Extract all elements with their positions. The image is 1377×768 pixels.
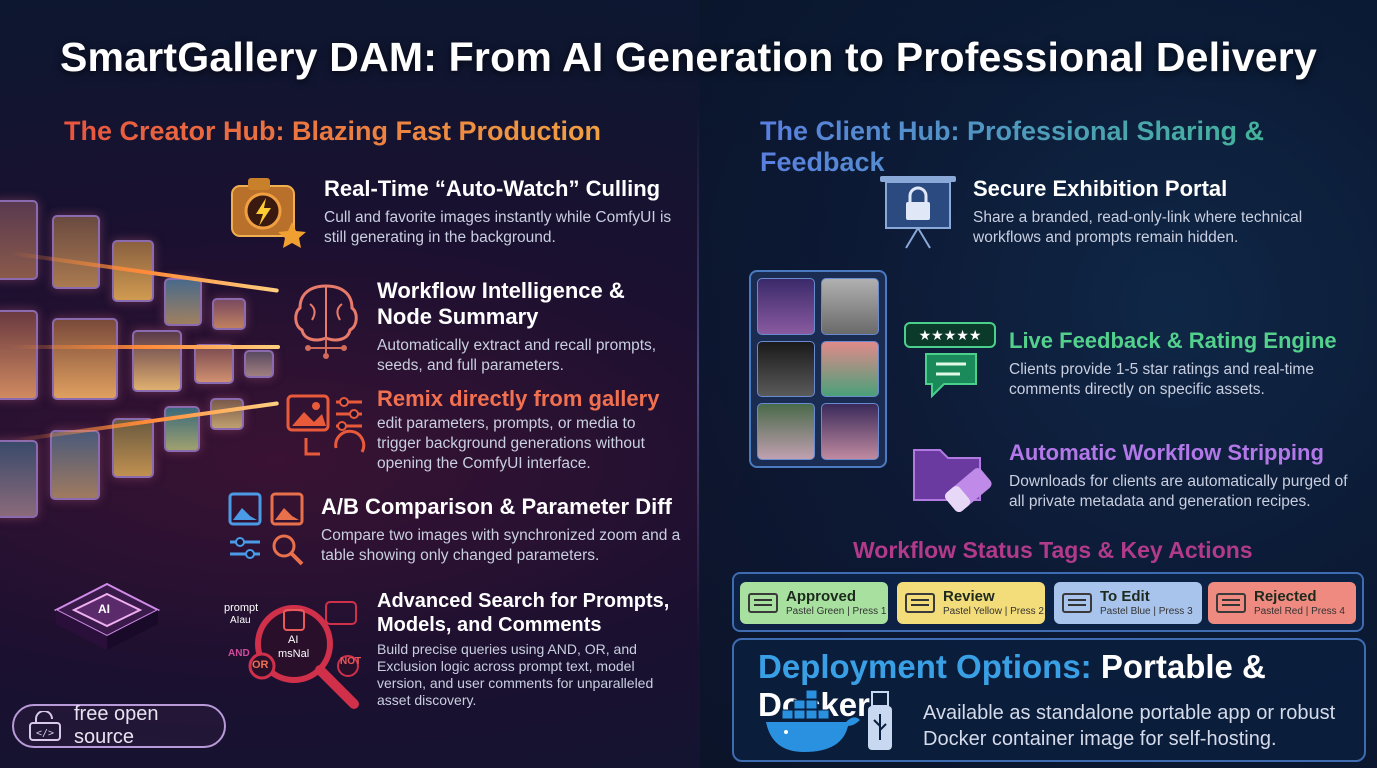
tag-name: Rejected: [1254, 587, 1317, 605]
tag-name: Approved: [786, 587, 857, 605]
feature-title: Automatic Workflow Stripping: [1009, 440, 1324, 465]
feature-title: Remix directly from gallery: [377, 386, 660, 411]
ai-label: AI: [288, 634, 299, 646]
feature-title: Workflow Intelligence & Node Summary: [377, 278, 625, 329]
tag-sub: Pastel Green | Press 1: [786, 605, 887, 617]
page-title: SmartGallery DAM: From AI Generation to …: [60, 34, 1317, 80]
usb-drive-icon: [868, 691, 892, 750]
creator-hub-heading: The Creator Hub: Blazing Fast Production: [64, 116, 602, 146]
code-lock-icon: </>: [29, 711, 61, 741]
folder-eraser-icon: [913, 449, 992, 513]
remix-image-icon: [286, 394, 366, 456]
chip-label: AI: [98, 602, 110, 616]
deployment-desc: Available as standalone portable app or …: [923, 702, 1336, 750]
or-label: OR: [252, 659, 269, 671]
and-label: AND: [228, 648, 250, 659]
keyboard-icon: [748, 593, 778, 613]
tag-name: To Edit: [1100, 587, 1150, 605]
keyboard-icon: [1062, 593, 1092, 613]
rating-chat-icon: ★★★★★: [902, 322, 998, 399]
badge-label: free open source: [73, 703, 159, 748]
tag-name: Review: [943, 587, 995, 605]
feature-workflow-intelligence: Workflow Intelligence & Node Summary Aut…: [377, 278, 682, 376]
tag-review[interactable]: Review Pastel Yellow | Press 2: [897, 582, 1045, 624]
feature-exhibition-portal: Secure Exhibition Portal Share a branded…: [973, 176, 1343, 248]
feature-desc: Build precise queries using AND, OR, and…: [377, 641, 654, 708]
feature-advanced-search: Advanced Search for Prompts, Models, and…: [377, 589, 677, 709]
feature-auto-watch: Real-Time “Auto-Watch” Culling Cull and …: [324, 176, 684, 248]
tag-to-edit[interactable]: To Edit Pastel Blue | Press 3: [1054, 582, 1202, 624]
center-divider: [697, 110, 699, 650]
feature-desc: edit parameters, prompts, or media to tr…: [377, 415, 645, 472]
feature-ab-comparison: A/B Comparison & Parameter Diff Compare …: [321, 494, 681, 566]
camera-lightning-icon: [231, 178, 306, 248]
advanced-search-icon: prompt AIau AND OR AI msNal NOT: [222, 598, 372, 712]
feature-title: A/B Comparison & Parameter Diff: [321, 494, 672, 519]
tag-sub: Pastel Blue | Press 3: [1100, 605, 1193, 617]
feature-workflow-stripping: Automatic Workflow Stripping Downloads f…: [1009, 440, 1359, 512]
tag-rejected[interactable]: Rejected Pastel Red | Press 4: [1208, 582, 1356, 624]
feature-remix: Remix directly from gallery edit paramet…: [377, 386, 682, 474]
keyboard-icon: [905, 593, 935, 613]
feature-desc: Compare two images with synchronized zoo…: [321, 527, 681, 564]
feature-desc: Automatically extract and recall prompts…: [377, 337, 657, 374]
tag-sub: Pastel Yellow | Press 2: [943, 605, 1044, 617]
feature-live-feedback: Live Feedback & Rating Engine Clients pr…: [1009, 328, 1349, 400]
client-gallery-preview: [749, 270, 887, 468]
feature-title: Real-Time “Auto-Watch” Culling: [324, 176, 661, 201]
client-hub-heading: The Client Hub: Professional Sharing & F…: [760, 116, 1377, 178]
keyboard-icon: [1216, 593, 1246, 613]
prompt-sub-label: AIau: [230, 615, 251, 626]
feature-title: Secure Exhibition Portal: [973, 176, 1228, 201]
feature-desc: Downloads for clients are automatically …: [1009, 473, 1348, 510]
status-tags-heading: Workflow Status Tags & Key Actions: [853, 537, 1253, 563]
prompt-label: prompt: [224, 602, 259, 614]
model-label: msNal: [278, 648, 310, 660]
feature-title: Live Feedback & Rating Engine: [1009, 328, 1337, 353]
feature-title: Advanced Search for Prompts, Models, and…: [377, 590, 670, 636]
exhibition-lock-icon: [880, 176, 956, 249]
tag-sub: Pastel Red | Press 4: [1254, 605, 1345, 617]
open-source-badge[interactable]: </> free open source: [12, 703, 226, 748]
stars-rating: ★★★★★: [904, 322, 996, 348]
ab-compare-icon: [228, 492, 304, 566]
feature-desc: Clients provide 1-5 star ratings and rea…: [1009, 361, 1314, 398]
not-label: NOT: [340, 656, 362, 667]
feature-desc: Share a branded, read-only-link where te…: [973, 209, 1303, 246]
brain-circuit-icon: [294, 284, 358, 359]
svg-text:</>: </>: [36, 728, 54, 739]
deployment-heading-a: Deployment Options:: [758, 648, 1092, 685]
feature-desc: Cull and favorite images instantly while…: [324, 209, 672, 246]
tag-approved[interactable]: Approved Pastel Green | Press 1: [740, 582, 888, 624]
ai-chip-icon: AI: [52, 580, 162, 660]
docker-whale-icon: [766, 690, 860, 752]
